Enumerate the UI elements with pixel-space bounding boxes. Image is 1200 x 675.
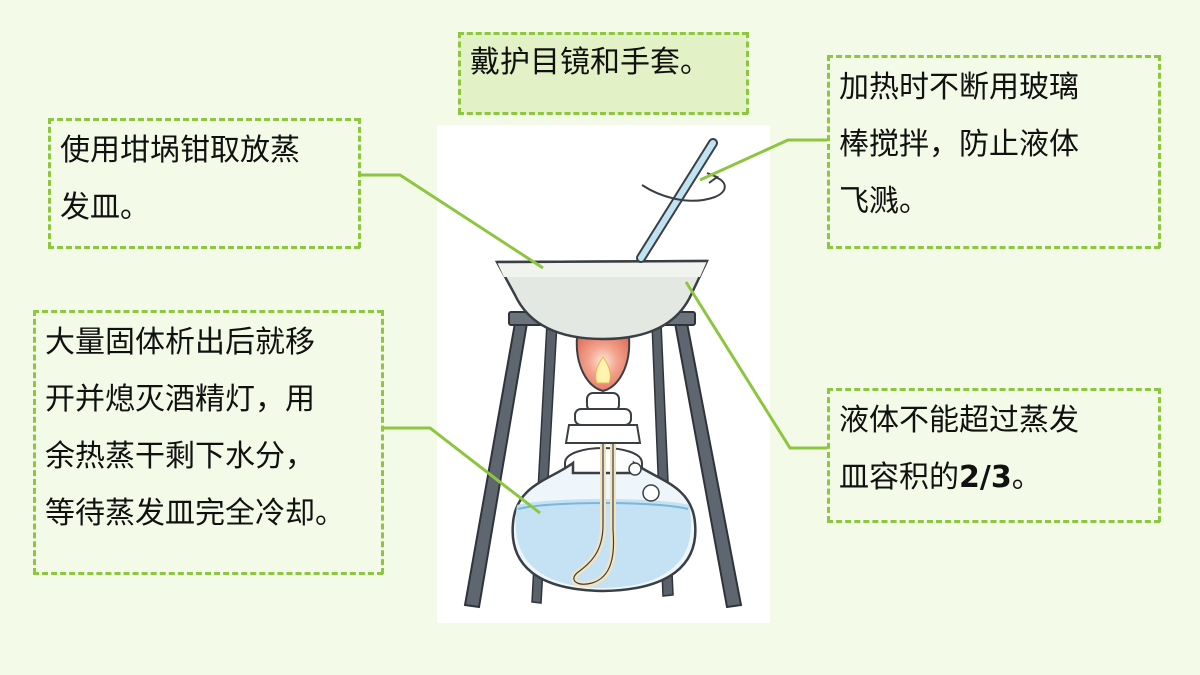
stir-note-line-1: 加热时不断用玻璃 bbox=[839, 70, 1079, 105]
capacity-note-border-top bbox=[827, 388, 1160, 391]
evaporating-dish bbox=[494, 259, 709, 341]
cooling-note-line-2: 开并熄灭酒精灯，用 bbox=[45, 382, 315, 417]
cooling-note: 大量固体析出后就移 开并熄灭酒精灯，用 余热蒸干剩下水分， 等待蒸发皿完全冷却。 bbox=[33, 310, 383, 574]
capacity-note: 液体不能超过蒸发 皿容积的2/3。 bbox=[827, 388, 1160, 522]
stir-note-border-top bbox=[827, 55, 1160, 58]
tongs-note-border-right bbox=[358, 118, 361, 248]
capacity-note-border-bottom bbox=[827, 520, 1160, 523]
cooling-note-line-3: 余热蒸干剩下水分， bbox=[45, 439, 315, 474]
capacity-fraction: 2/3 bbox=[959, 460, 1012, 495]
capacity-note-line-1: 液体不能超过蒸发 bbox=[839, 403, 1079, 438]
safety-note-border-right bbox=[746, 32, 749, 114]
stir-note-border-left bbox=[827, 55, 830, 248]
safety-note: 戴护目镜和手套。 bbox=[458, 32, 748, 114]
tongs-note-border-top bbox=[48, 118, 360, 121]
apparatus-illustration bbox=[437, 125, 770, 623]
tongs-note-border-bottom bbox=[48, 246, 360, 249]
cooling-note-border-bottom bbox=[33, 572, 383, 575]
capacity-note-suffix: 。 bbox=[1011, 460, 1042, 495]
glass-rod bbox=[636, 138, 718, 263]
capacity-note-line-2: 皿容积的2/3。 bbox=[839, 449, 1148, 506]
tongs-note-line-2: 发皿。 bbox=[60, 190, 150, 225]
alcohol-lamp bbox=[511, 392, 697, 593]
stir-note-border-right bbox=[1158, 55, 1161, 248]
stir-note-border-bottom bbox=[827, 246, 1160, 249]
cooling-note-border-right bbox=[381, 310, 384, 574]
capacity-note-prefix: 皿容积的 bbox=[839, 460, 959, 495]
cooling-note-border-top bbox=[33, 310, 383, 313]
capacity-note-border-left bbox=[827, 388, 830, 522]
safety-note-border-left bbox=[458, 32, 461, 114]
cooling-note-line-1: 大量固体析出后就移 bbox=[45, 325, 315, 360]
safety-note-border-bottom bbox=[458, 112, 748, 115]
stir-note-line-3: 飞溅。 bbox=[839, 184, 929, 219]
cooling-note-line-4: 等待蒸发皿完全冷却。 bbox=[45, 496, 345, 531]
cooling-note-border-left bbox=[33, 310, 36, 574]
tongs-note-border-left bbox=[48, 118, 51, 248]
stir-note-line-2: 棒搅拌，防止液体 bbox=[839, 127, 1079, 162]
safety-note-text: 戴护目镜和手套。 bbox=[470, 45, 710, 80]
capacity-note-border-right bbox=[1158, 388, 1161, 522]
stir-note: 加热时不断用玻璃 棒搅拌，防止液体 飞溅。 bbox=[827, 55, 1160, 248]
tongs-note: 使用坩埚钳取放蒸 发皿。 bbox=[48, 118, 360, 248]
tongs-note-line-1: 使用坩埚钳取放蒸 bbox=[60, 133, 300, 168]
flame bbox=[575, 336, 631, 393]
safety-note-border-top bbox=[458, 32, 748, 35]
